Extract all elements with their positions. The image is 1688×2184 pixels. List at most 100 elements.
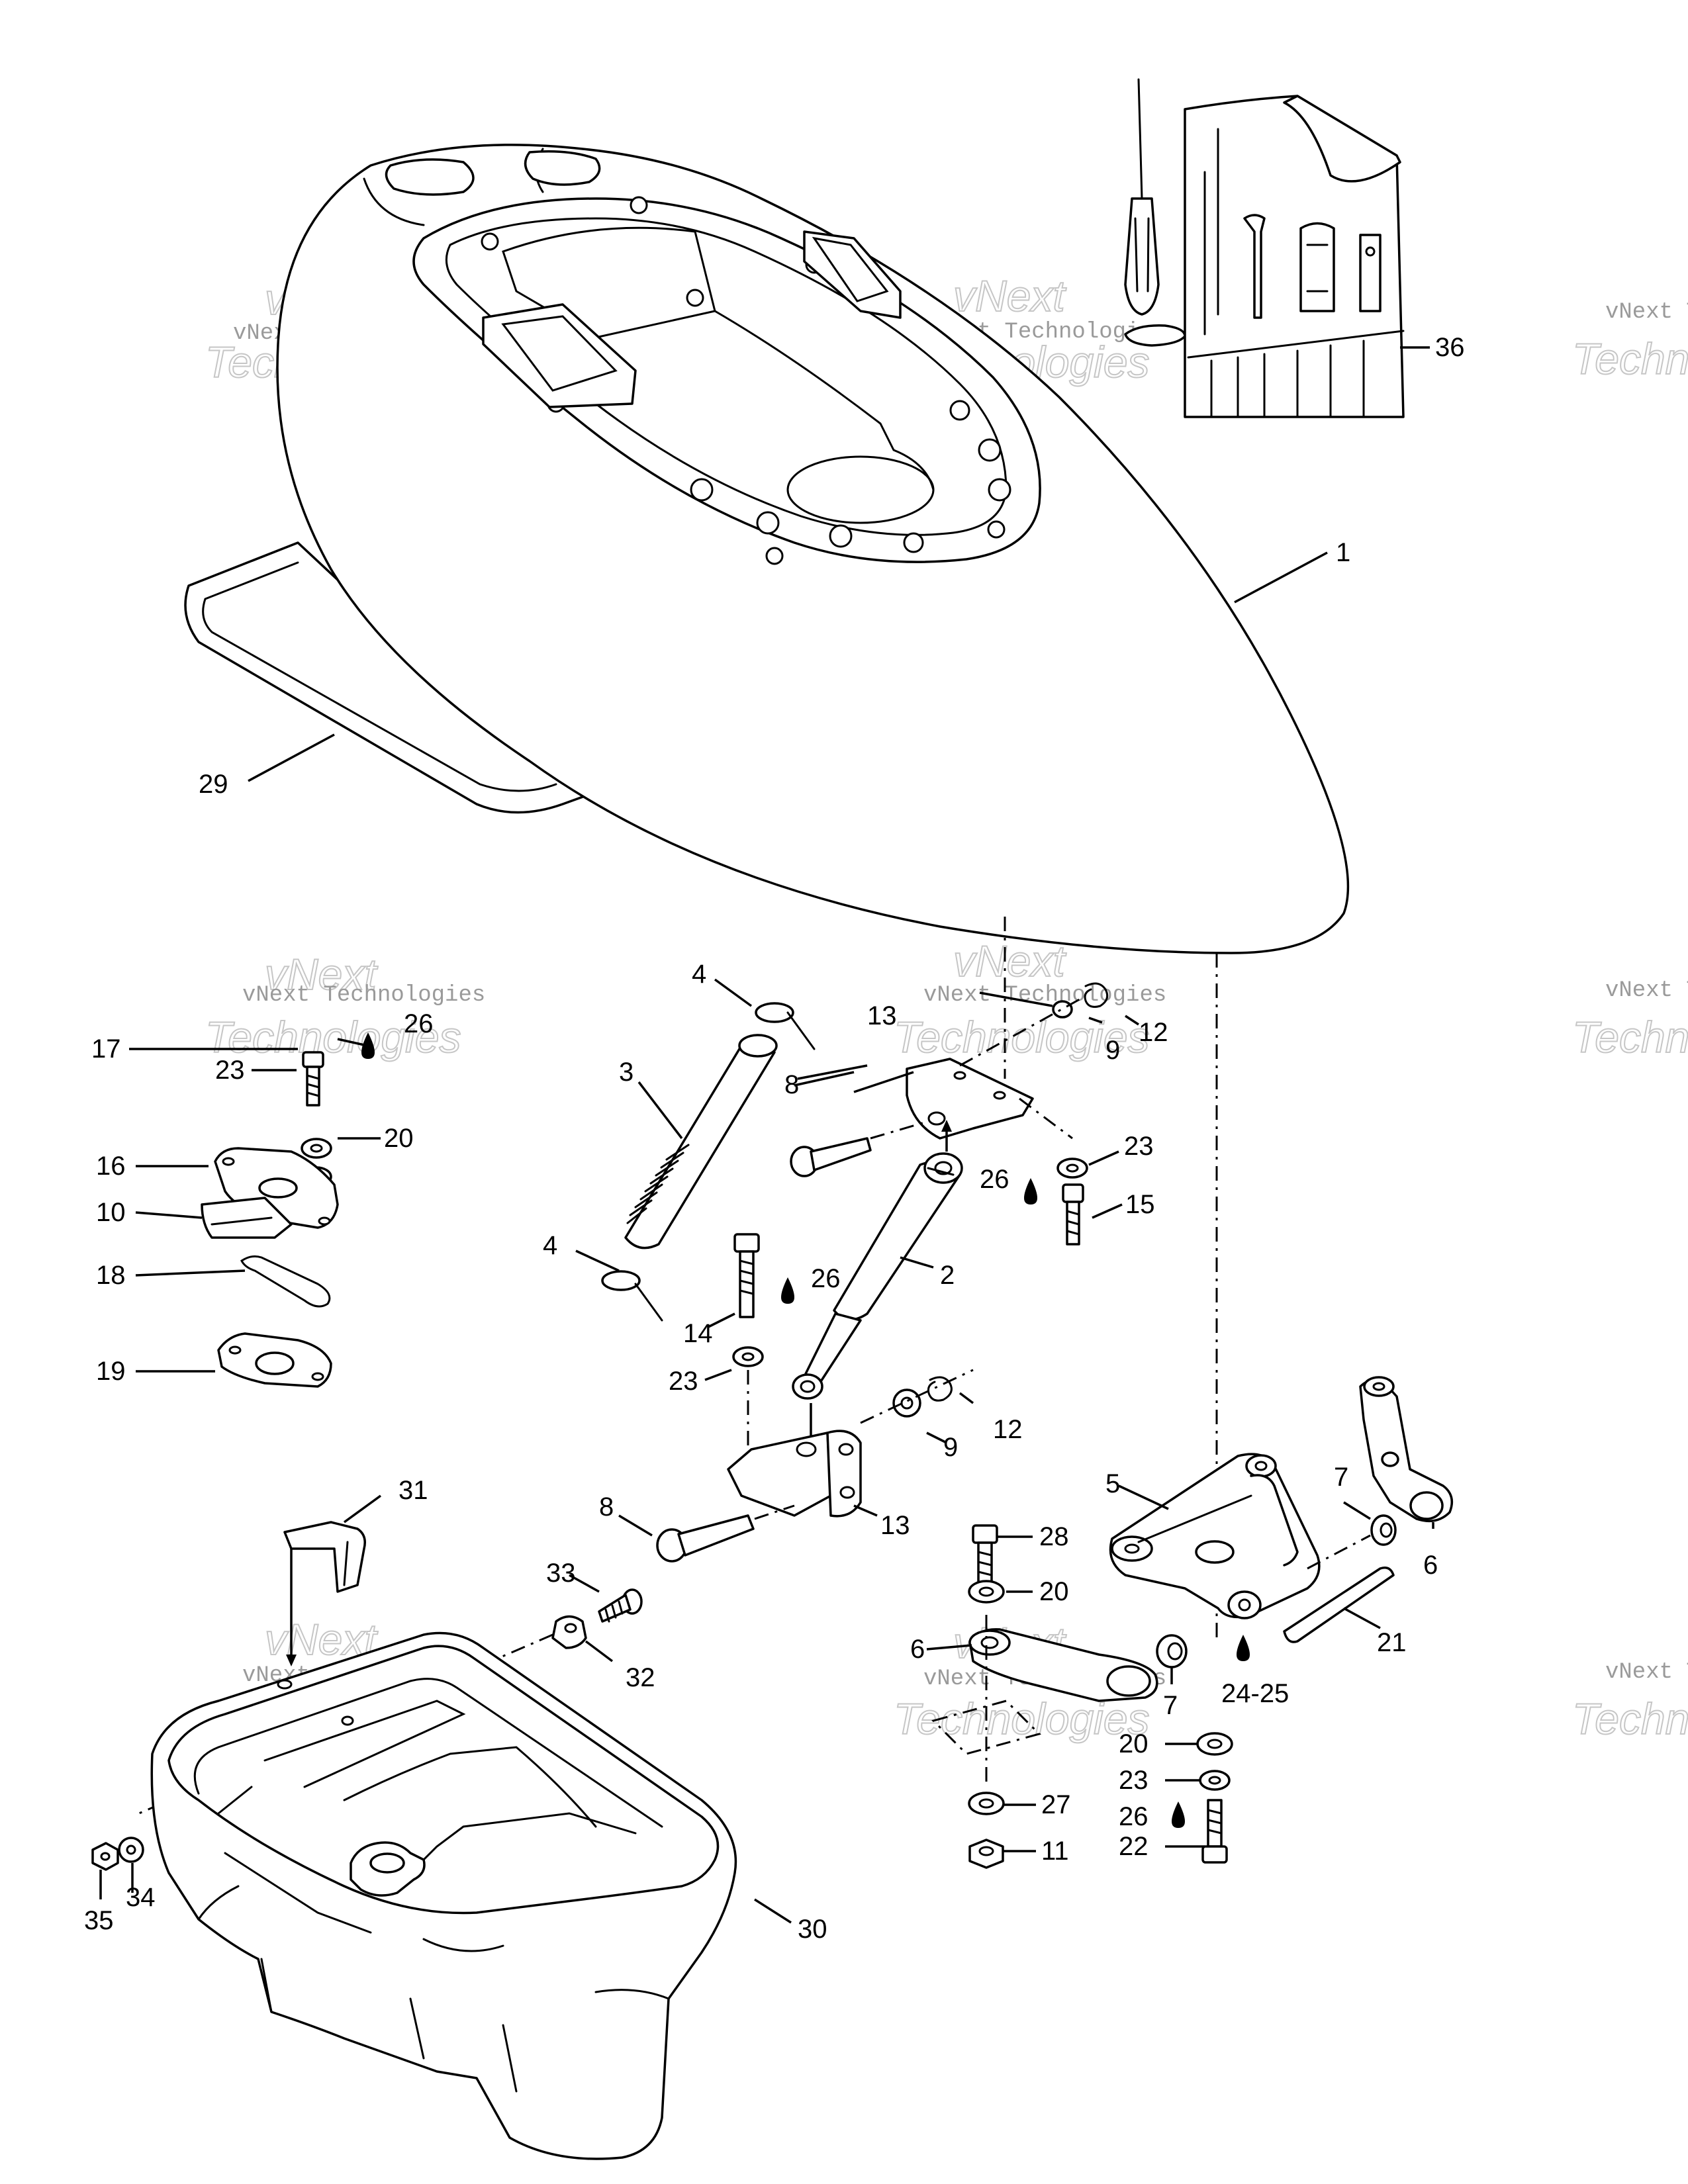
part-15-screw bbox=[1062, 1183, 1084, 1246]
part-21-shaft bbox=[1283, 1567, 1395, 1643]
callout-21: 21 bbox=[1377, 1628, 1407, 1657]
part-20-washer bbox=[1196, 1732, 1233, 1756]
callout-23: 23 bbox=[1119, 1766, 1149, 1795]
callout-28: 28 bbox=[1039, 1522, 1069, 1551]
watermark-text: Technologies bbox=[1572, 334, 1688, 383]
callout-6: 6 bbox=[910, 1635, 925, 1664]
part-8-pin bbox=[790, 1137, 872, 1177]
callout-29: 29 bbox=[199, 770, 228, 799]
part-34-washer bbox=[118, 1837, 144, 1863]
part-3-rod bbox=[624, 1034, 778, 1250]
part-12-lock-ring bbox=[1084, 982, 1109, 1008]
callout-11: 11 bbox=[1041, 1837, 1069, 1866]
assembly-line bbox=[870, 1120, 927, 1140]
callout-9: 9 bbox=[943, 1433, 958, 1462]
watermark-text: Technologies bbox=[1572, 1694, 1688, 1743]
part-4-hitch-pin bbox=[755, 1002, 816, 1050]
callout-22: 22 bbox=[1119, 1832, 1149, 1861]
callout-16: 16 bbox=[96, 1152, 126, 1181]
part-26-thread-lock-drop bbox=[1024, 1178, 1037, 1205]
callout-3: 3 bbox=[619, 1058, 633, 1087]
callout-34: 34 bbox=[126, 1883, 156, 1912]
part-1-cover bbox=[276, 144, 1350, 954]
callout-2: 2 bbox=[940, 1261, 955, 1290]
watermark-text: vNext bbox=[953, 271, 1066, 320]
part-12-lock-ring bbox=[927, 1376, 953, 1402]
part-26-thread-lock-drop bbox=[1172, 1801, 1185, 1828]
callout-36: 36 bbox=[1435, 333, 1465, 362]
callout-30: 30 bbox=[798, 1915, 827, 1944]
leader-lines bbox=[99, 346, 1434, 1924]
part-7-bushing bbox=[1370, 1514, 1397, 1546]
watermark-text: vNext bbox=[265, 950, 378, 999]
part-8-pin bbox=[656, 1514, 755, 1563]
part-4-hitch-pin bbox=[601, 1270, 663, 1322]
part-26-thread-lock-drop bbox=[361, 1032, 375, 1059]
watermark-text: vNext Technologies bbox=[242, 983, 485, 1008]
assembly-arrow-head bbox=[286, 1655, 297, 1666]
callout-12: 12 bbox=[993, 1415, 1023, 1444]
part-28-bolt bbox=[972, 1524, 998, 1586]
part-23-lock-washer bbox=[301, 1138, 332, 1159]
callout-26: 26 bbox=[980, 1165, 1009, 1194]
callout-8: 8 bbox=[599, 1492, 614, 1522]
callout-13: 13 bbox=[867, 1001, 897, 1030]
callout-labels: 1 29 36 17 26 23 20 16 10 18 19 4 3 13 1… bbox=[84, 333, 1465, 1944]
callout-26: 26 bbox=[404, 1009, 434, 1038]
watermark-text: vNext Technologies bbox=[1605, 978, 1688, 1003]
callout-20: 20 bbox=[1119, 1729, 1149, 1758]
assembly-line bbox=[860, 1369, 974, 1424]
part-29-tray bbox=[184, 541, 600, 814]
template-outline bbox=[931, 1700, 1041, 1755]
callout-12: 12 bbox=[1139, 1018, 1168, 1047]
callout-31: 31 bbox=[399, 1476, 428, 1505]
callout-26: 26 bbox=[811, 1264, 841, 1293]
callout-26: 26 bbox=[1119, 1802, 1149, 1831]
callout-17: 17 bbox=[91, 1034, 121, 1064]
part-27-washer bbox=[968, 1792, 1005, 1815]
callout-9: 9 bbox=[1105, 1036, 1120, 1065]
part-23-lock-washer bbox=[1199, 1770, 1231, 1791]
callout-18: 18 bbox=[96, 1261, 126, 1290]
callout-10: 10 bbox=[96, 1198, 126, 1227]
part-32-grommet bbox=[551, 1615, 587, 1649]
part-35-nut bbox=[91, 1842, 119, 1871]
callout-6: 6 bbox=[1423, 1551, 1438, 1580]
part-20-washer bbox=[968, 1580, 1005, 1604]
part-6-lower-arm bbox=[968, 1628, 1158, 1702]
assembly-line bbox=[1019, 1097, 1073, 1140]
callout-4: 4 bbox=[692, 960, 706, 989]
part-22-bolt bbox=[1201, 1799, 1228, 1864]
part-19-catch bbox=[217, 1332, 332, 1388]
callout-20: 20 bbox=[384, 1124, 414, 1153]
part-17-bolt bbox=[302, 1051, 324, 1107]
part-9-washer bbox=[1052, 1000, 1073, 1019]
callout-19: 19 bbox=[96, 1357, 126, 1386]
part-23-lock-washer bbox=[732, 1346, 764, 1367]
watermark-text: vNext bbox=[953, 936, 1066, 985]
callout-27: 27 bbox=[1041, 1790, 1071, 1819]
callout-23: 23 bbox=[1124, 1132, 1154, 1161]
callout-4: 4 bbox=[543, 1231, 557, 1260]
callout-23: 23 bbox=[669, 1367, 698, 1396]
part-26-thread-lock-drop bbox=[781, 1277, 794, 1304]
callout-7: 7 bbox=[1163, 1691, 1178, 1720]
part-30-storage-bin bbox=[150, 1631, 737, 2160]
part-6-upper-arm bbox=[1359, 1376, 1454, 1523]
part-11-nut bbox=[968, 1839, 1004, 1869]
callout-32: 32 bbox=[626, 1663, 655, 1692]
watermark-text: Technologies bbox=[205, 1013, 461, 1062]
callout-20: 20 bbox=[1039, 1577, 1069, 1606]
part-14-bolt bbox=[733, 1233, 760, 1318]
part-31-clip bbox=[283, 1521, 366, 1593]
watermark-text: Technologies bbox=[1572, 1013, 1688, 1062]
part-10-latch-hook bbox=[201, 1197, 293, 1239]
watermark-text: Technologies bbox=[894, 1013, 1150, 1062]
callout-13: 13 bbox=[880, 1511, 910, 1540]
watermark-text: vNext Technologies bbox=[1605, 1660, 1688, 1685]
part-24-25-lubricant-drop bbox=[1237, 1635, 1250, 1661]
callout-14: 14 bbox=[683, 1319, 713, 1348]
assembly-arrow-head bbox=[941, 1120, 952, 1132]
callout-8: 8 bbox=[784, 1070, 799, 1099]
